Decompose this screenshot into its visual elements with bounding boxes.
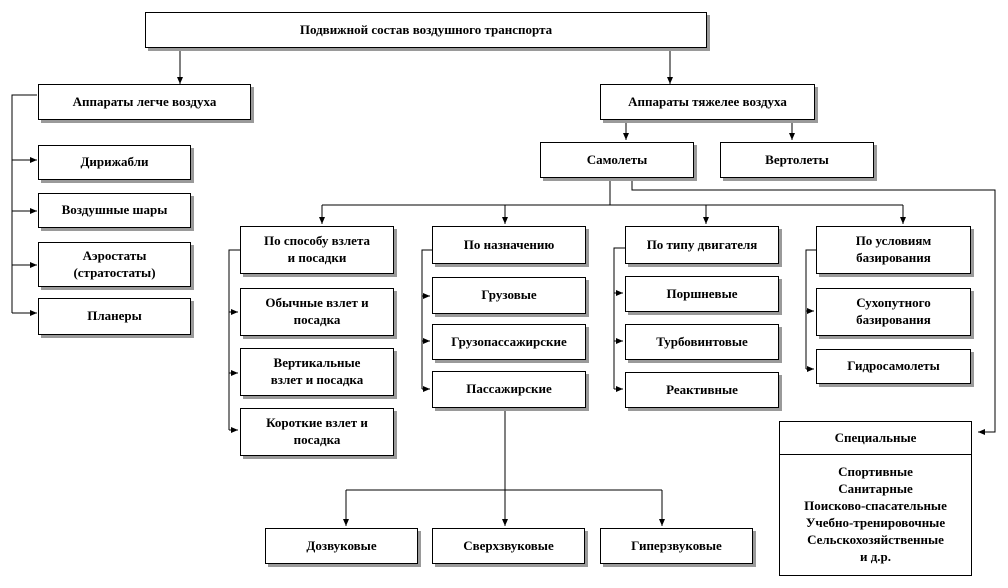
connector-purpose-trunk <box>421 249 432 389</box>
speed-supersonic-label: Сверхзвуковые <box>463 537 554 553</box>
connector-special <box>631 178 996 435</box>
special-items-label: Спортивные Санитарные Поисково-спасатель… <box>804 464 947 564</box>
engine-turboprop-node: Турбовинтовые <box>625 324 779 360</box>
connector-engine-trunk <box>613 247 625 389</box>
takeoff-conventional-node: Обычные взлет и посадка <box>240 288 394 336</box>
planes-node: Самолеты <box>540 142 694 178</box>
lighter-than-air-node: Аппараты легче воздуха <box>38 84 251 120</box>
speed-hypersonic-label: Гиперзвуковые <box>631 537 722 553</box>
gliders-node: Планеры <box>38 298 191 335</box>
special-label: Специальные <box>834 429 917 445</box>
helicopters-label: Вертолеты <box>765 151 829 167</box>
heavier-than-air-label: Аппараты тяжелее воздуха <box>628 93 787 109</box>
root-node: Подвижной состав воздушного транспорта <box>145 12 707 48</box>
special-items-node: Спортивные Санитарные Поисково-спасатель… <box>779 454 972 576</box>
helicopters-node: Вертолеты <box>720 142 874 178</box>
purpose-cargo-passenger-node: Грузопассажирские <box>432 324 586 360</box>
basing-land-label: Сухопутного базирования <box>856 295 931 327</box>
speed-supersonic-node: Сверхзвуковые <box>432 528 585 564</box>
planes-label: Самолеты <box>586 151 648 167</box>
takeoff-vertical-label: Вертикальные взлет и посадка <box>270 355 364 387</box>
by-purpose-node: По назначению <box>432 226 586 264</box>
engine-jet-label: Реактивные <box>666 381 738 397</box>
purpose-passenger-label: Пассажирские <box>466 381 552 397</box>
connector-lighter-trunk <box>11 94 37 313</box>
speed-subsonic-label: Дозвуковые <box>306 537 377 553</box>
balloons-label: Воздушные шары <box>61 202 168 218</box>
by-basing-label: По условиям базирования <box>855 233 932 265</box>
lighter-than-air-label: Аппараты легче воздуха <box>72 93 217 109</box>
connector-takeoff-trunk <box>228 249 240 430</box>
engine-piston-label: Поршневые <box>666 285 738 301</box>
aerostats-node: Аэростаты (стратостаты) <box>38 242 191 287</box>
by-engine-node: По типу двигателя <box>625 226 779 264</box>
basing-seaplanes-node: Гидросамолеты <box>816 349 971 384</box>
purpose-cargo-passenger-label: Грузопассажирские <box>451 333 567 349</box>
airships-label: Дирижабли <box>80 154 149 170</box>
heavier-than-air-node: Аппараты тяжелее воздуха <box>600 84 815 120</box>
purpose-passenger-node: Пассажирские <box>432 371 586 408</box>
purpose-cargo-label: Грузовые <box>481 287 537 303</box>
engine-jet-node: Реактивные <box>625 372 779 408</box>
speed-hypersonic-node: Гиперзвуковые <box>600 528 753 564</box>
engine-piston-node: Поршневые <box>625 276 779 312</box>
by-takeoff-node: По способу взлета и посадки <box>240 226 394 274</box>
root-label: Подвижной состав воздушного транспорта <box>299 21 553 37</box>
connector-basing-trunk <box>805 249 816 369</box>
gliders-label: Планеры <box>87 308 142 324</box>
engine-turboprop-label: Турбовинтовые <box>656 333 748 349</box>
takeoff-conventional-label: Обычные взлет и посадка <box>265 295 369 327</box>
aerostats-label: Аэростаты (стратостаты) <box>73 247 156 280</box>
takeoff-vertical-node: Вертикальные взлет и посадка <box>240 348 394 396</box>
by-basing-node: По условиям базирования <box>816 226 971 274</box>
speed-subsonic-node: Дозвуковые <box>265 528 418 564</box>
by-takeoff-label: По способу взлета и посадки <box>264 233 370 265</box>
by-engine-label: По типу двигателя <box>646 236 758 252</box>
basing-seaplanes-label: Гидросамолеты <box>847 358 940 374</box>
takeoff-short-label: Короткие взлет и посадка <box>266 415 368 447</box>
special-node: Специальные <box>779 421 972 455</box>
by-purpose-label: По назначению <box>463 236 555 252</box>
takeoff-short-node: Короткие взлет и посадка <box>240 408 394 456</box>
balloons-node: Воздушные шары <box>38 193 191 228</box>
purpose-cargo-node: Грузовые <box>432 277 586 314</box>
airships-node: Дирижабли <box>38 145 191 180</box>
basing-land-node: Сухопутного базирования <box>816 288 971 336</box>
